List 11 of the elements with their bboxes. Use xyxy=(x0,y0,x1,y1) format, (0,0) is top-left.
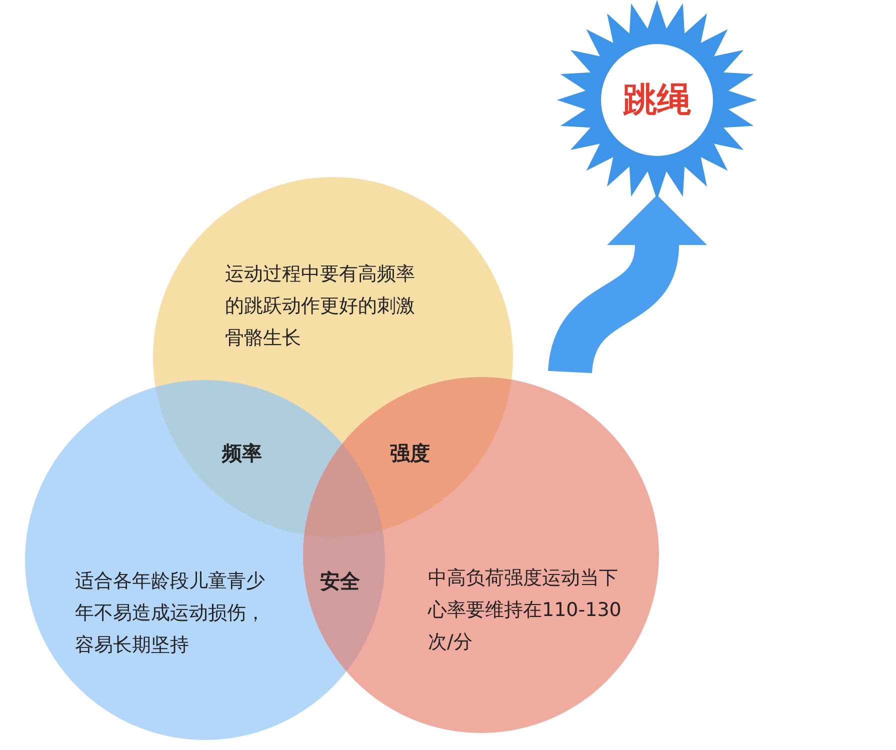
curved-arrow xyxy=(548,195,707,376)
circle-text: 中高负荷强度运动当下心率要维持在110-130次/分 xyxy=(428,566,622,655)
title-text: 跳绳 xyxy=(622,79,692,122)
venn-circle xyxy=(25,380,385,740)
circle-text: 适合各年龄段儿童青少年不易造成运动损伤，容易长期坚持 xyxy=(75,569,266,658)
overlap-label: 频率 xyxy=(222,440,262,467)
overlap-label: 安全 xyxy=(320,568,360,595)
sun-badge xyxy=(557,0,757,200)
circle-text: 运动过程中要有高频率的跳跃动作更好的刺激骨骼生长 xyxy=(225,262,415,351)
overlap-label: 强度 xyxy=(390,440,430,467)
venn-circle xyxy=(303,377,659,733)
